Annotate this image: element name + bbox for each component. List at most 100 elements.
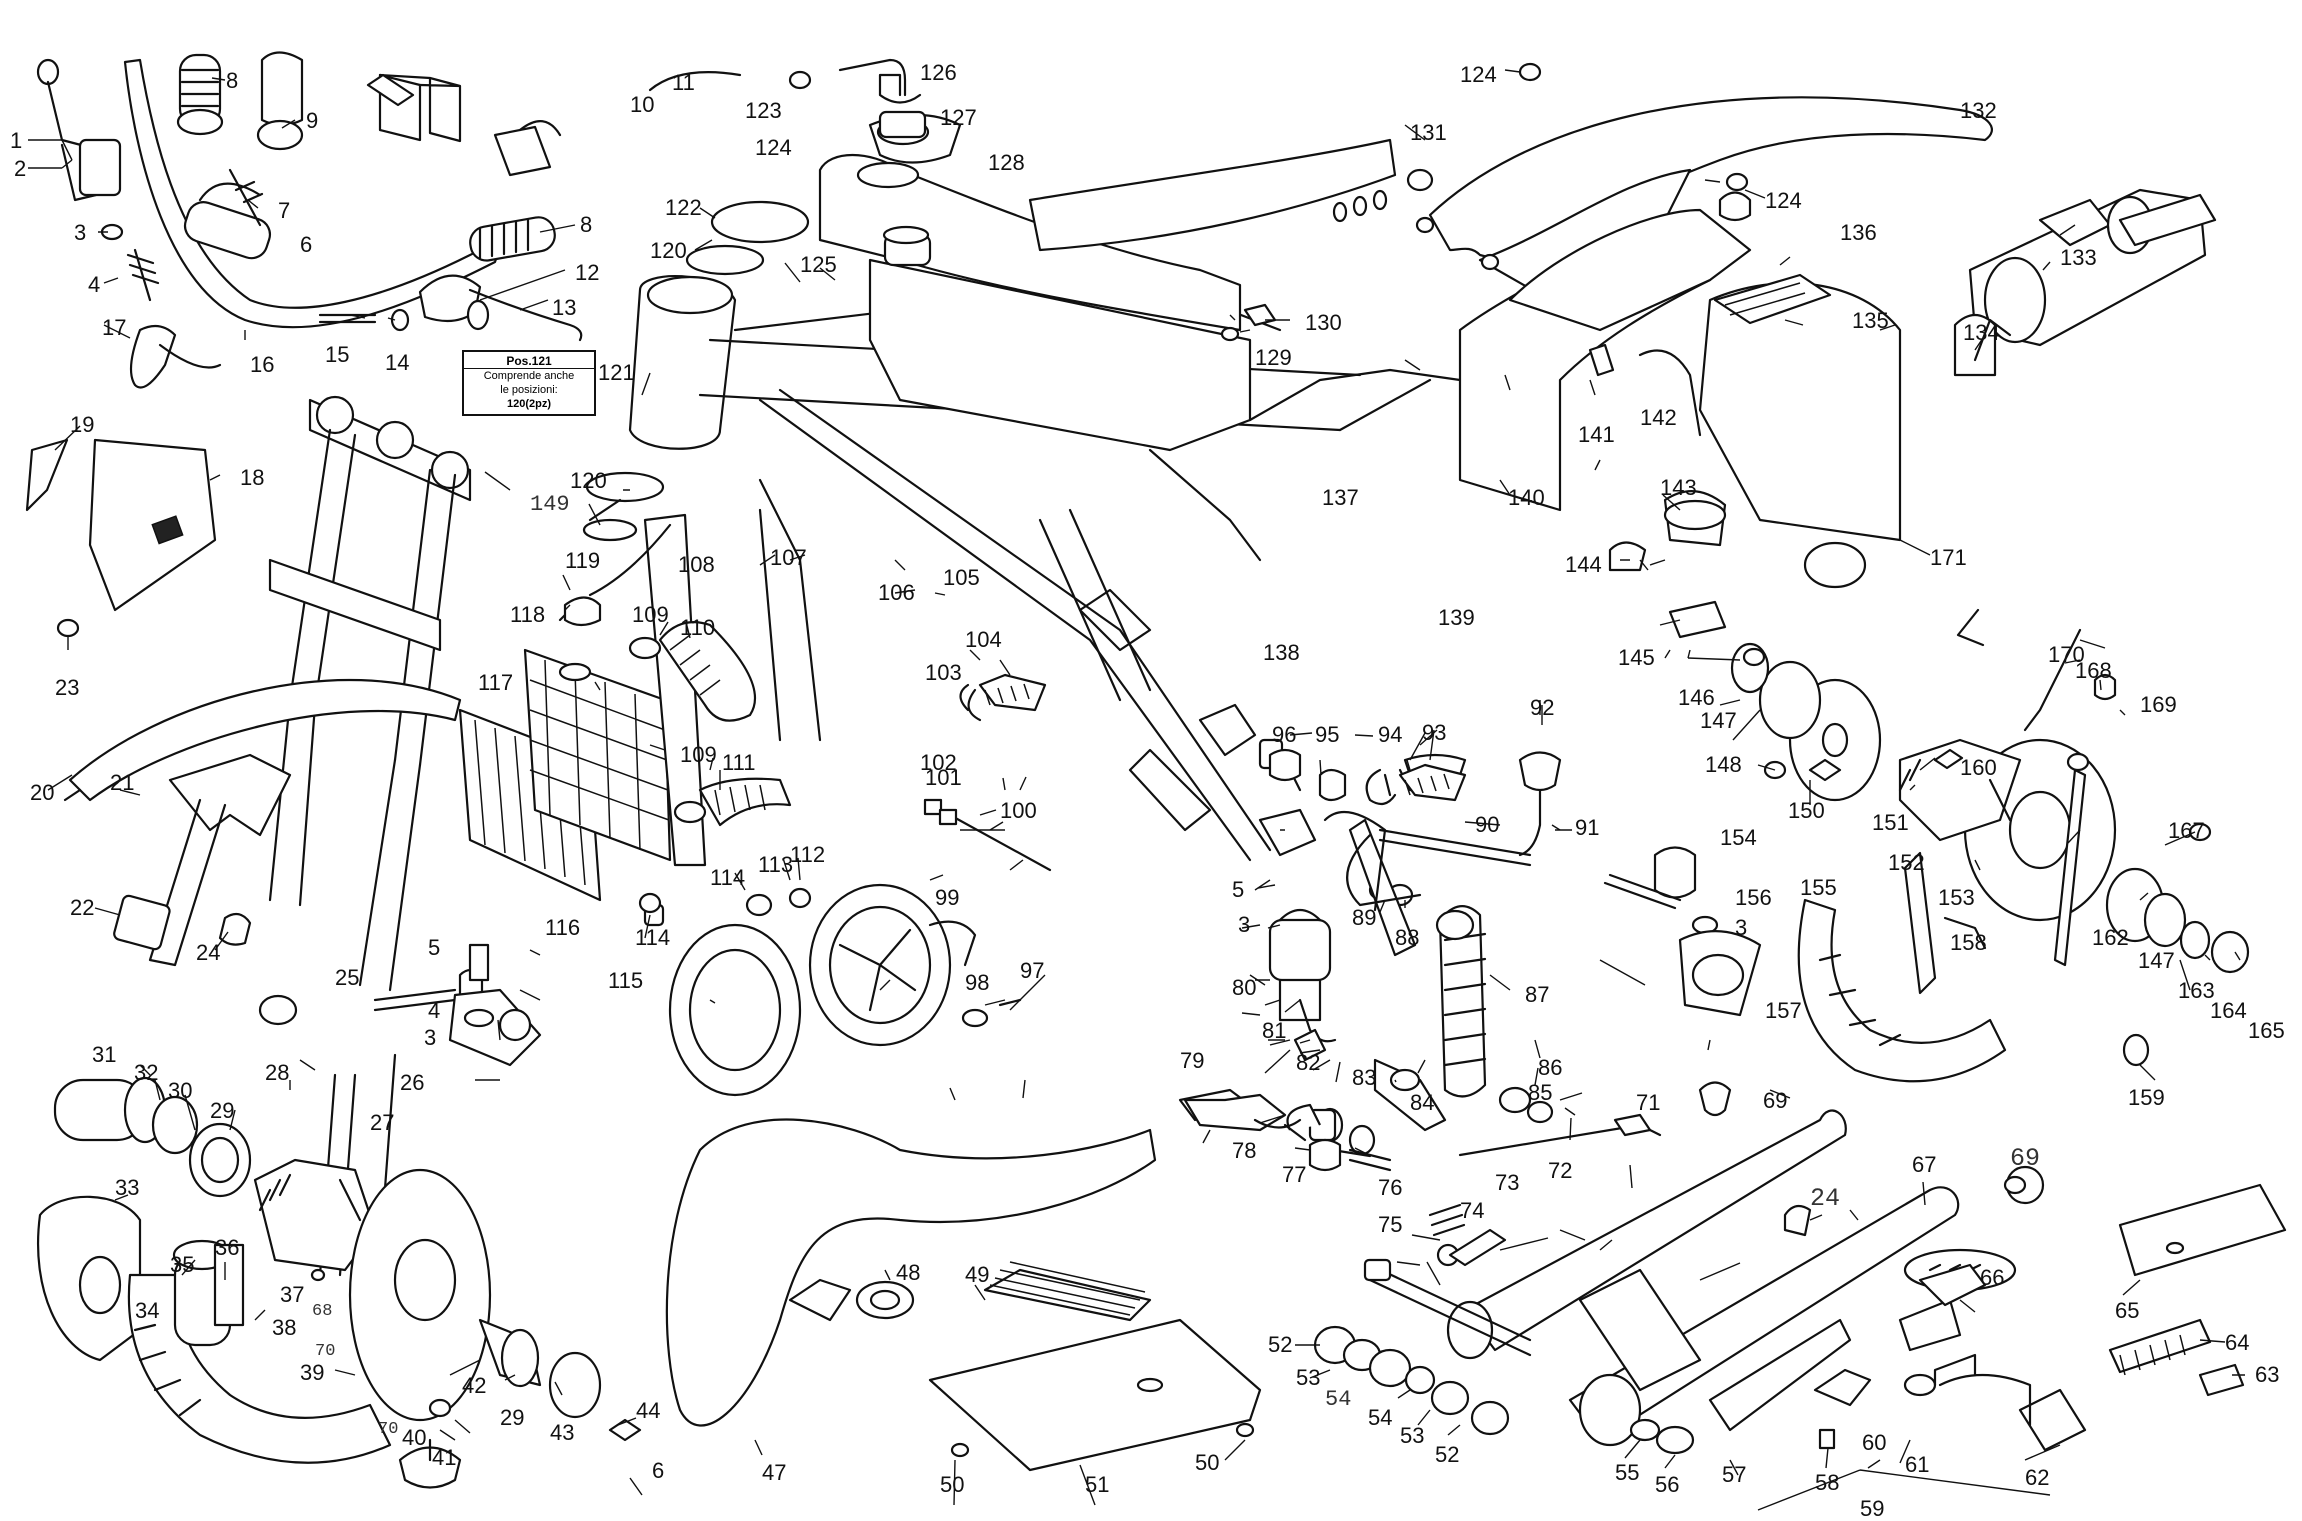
callout-22: 22 (70, 895, 94, 920)
callout-146: 146 (1678, 685, 1715, 710)
callout-29b: 29 (500, 1405, 524, 1430)
callout-129: 129 (1255, 345, 1292, 370)
callout-111: 111 (722, 750, 755, 775)
callout-73: 73 (1495, 1170, 1519, 1195)
callout-93: 93 (1422, 720, 1446, 745)
callout-3c: 3 (1238, 912, 1250, 937)
callout-106: 106 (878, 580, 915, 605)
callout-166: 167 (2168, 818, 2205, 843)
callout-150: 150 (1788, 798, 1825, 823)
callout-25: 25 (335, 965, 359, 990)
callout-40: 40 (402, 1425, 426, 1450)
callout-101: 101 (925, 765, 962, 790)
callout-151: 151 (1872, 810, 1909, 835)
callout-68: 67 (1912, 1152, 1936, 1177)
callout-147b: 147 (2138, 948, 2175, 973)
callout-103: 103 (925, 660, 962, 685)
callout-26: 26 (400, 1070, 424, 1095)
callout-62: 62 (2025, 1465, 2049, 1490)
callout-39: 39 (300, 1360, 324, 1385)
note-title: Pos.121 (464, 354, 594, 369)
callout-32: 32 (134, 1060, 158, 1085)
rear-wheel-assembly (1603, 608, 2250, 1117)
callout-147a: 147 (1700, 708, 1737, 733)
callout-160: 160 (1960, 755, 1997, 780)
callout-123: 123 (745, 98, 782, 123)
callout-124c: 124 (1765, 188, 1802, 213)
callout-91: 91 (1575, 815, 1599, 840)
note-line-2: le posizioni: (500, 384, 558, 396)
callout-27: 27 (370, 1110, 394, 1135)
callout-41: 41 (432, 1445, 456, 1470)
callout-3b: 3 (424, 1025, 436, 1050)
callout-67: 68 (312, 1302, 332, 1321)
callout-7: 7 (278, 198, 290, 223)
front-fork-assembly (25, 395, 542, 1277)
callout-81: 81 (1262, 1018, 1286, 1043)
callout-12: 12 (575, 260, 599, 285)
callout-153: 153 (1938, 885, 1975, 910)
callout-2: 2 (14, 156, 26, 181)
callout-42: 42 (462, 1373, 486, 1398)
callout-16: 16 (250, 352, 274, 377)
callout-6a: 6 (300, 232, 312, 257)
callout-94: 94 (1378, 722, 1402, 747)
callout-90: 90 (1475, 812, 1499, 837)
callout-49: 49 (965, 1262, 989, 1287)
callout-53a: 53 (1296, 1365, 1320, 1390)
callout-6b: 6 (652, 1458, 664, 1483)
callout-44: 44 (636, 1398, 660, 1423)
callout-107: 107 (770, 545, 807, 570)
callout-117: 117 (478, 670, 513, 695)
callout-125: 125 (800, 252, 837, 277)
callout-89: 89 (1352, 905, 1376, 930)
callout-69a: 70 (315, 1342, 335, 1361)
callout-34: 34 (135, 1298, 159, 1323)
callout-31: 31 (92, 1042, 116, 1067)
callout-110: 110 (680, 615, 715, 640)
callout-36: 36 (215, 1235, 239, 1260)
callout-53b: 53 (1400, 1423, 1424, 1448)
callout-113: 113 (758, 852, 793, 877)
callout-99: 99 (935, 885, 959, 910)
callout-144: 144 (1565, 552, 1602, 577)
callout-8a: 8 (226, 68, 238, 93)
callout-52a: 52 (1268, 1332, 1292, 1357)
chain-and-guard (1918, 1183, 2287, 1397)
callout-105: 105 (943, 565, 980, 590)
callout-145: 145 (1618, 645, 1655, 670)
callout-124b: 124 (1460, 62, 1497, 87)
callout-79: 79 (1180, 1048, 1204, 1073)
callout-54b: 54 (1368, 1405, 1392, 1430)
callout-133: 133 (2060, 245, 2097, 270)
callout-109b: 109 (680, 742, 717, 767)
callout-5b: 5 (1232, 877, 1244, 902)
callout-33: 33 (115, 1175, 139, 1200)
callout-56: 56 (1655, 1472, 1679, 1497)
callout-58: 58 (1815, 1470, 1839, 1495)
callout-15: 15 (325, 342, 349, 367)
callout-50a: 50 (940, 1472, 964, 1497)
radiator-assembly (458, 498, 792, 927)
callout-84: 84 (1410, 1090, 1434, 1115)
callout-21: 21 (110, 770, 134, 795)
callout-82: 82 (1296, 1050, 1320, 1075)
switch-boxes (366, 73, 562, 177)
callout-121: 121 (598, 360, 635, 385)
handlebar-assembly (36, 51, 583, 389)
callout-102: 102 (920, 750, 957, 775)
callout-labels: 1 2 3 4 17 8 9 7 6 16 15 14 8 12 13 10 1… (10, 60, 2285, 1521)
callout-155: 155 (1800, 875, 1837, 900)
callout-163: 163 (2178, 978, 2215, 1003)
callout-38: 38 (272, 1315, 296, 1340)
callout-23: 23 (55, 675, 79, 700)
callout-138: 138 (1263, 640, 1300, 665)
callout-122: 122 (665, 195, 702, 220)
leader-lines (28, 69, 2245, 1511)
callout-14: 14 (385, 350, 409, 375)
callout-114b: 114 (635, 925, 670, 950)
callout-17: 17 (102, 315, 126, 340)
callout-134: 134 (1963, 320, 2000, 345)
callout-61: 61 (1905, 1452, 1929, 1477)
callout-30: 30 (168, 1078, 192, 1103)
